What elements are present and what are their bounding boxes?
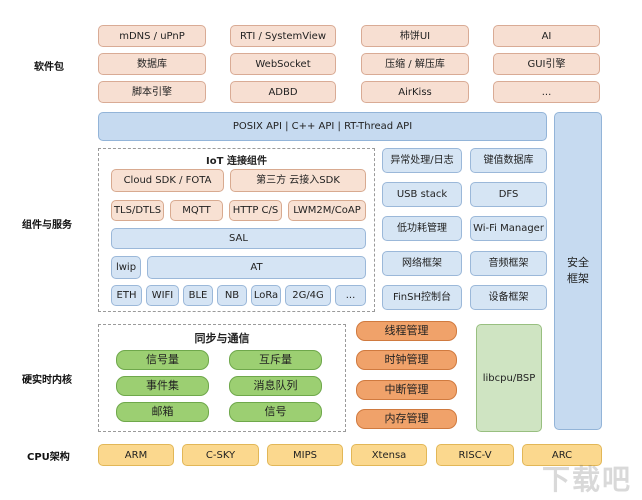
package-airkiss: AirKiss <box>361 81 469 103</box>
iot-container <box>98 148 375 312</box>
security-framework: 安全 框架 <box>554 112 602 430</box>
sync-container <box>98 324 346 432</box>
package-websocket: WebSocket <box>230 53 336 75</box>
cpu-riscv: RISC-V <box>436 444 514 466</box>
package-ai: AI <box>493 25 600 47</box>
package-compression: 压缩 / 解压库 <box>361 53 469 75</box>
service-device-framework: 设备框架 <box>470 285 547 310</box>
link-wifi: WIFI <box>146 285 179 306</box>
layer-label-kernel: 硬实时内核 <box>22 375 72 386</box>
service-exception-log: 异常处理/日志 <box>382 148 462 173</box>
package-rti: RTI / SystemView <box>230 25 336 47</box>
libcpu-bsp: libcpu/BSP <box>476 324 542 432</box>
iot-http: HTTP C/S <box>229 200 282 221</box>
layer-label-components: 组件与服务 <box>22 220 72 231</box>
iot-mqtt: MQTT <box>170 200 223 221</box>
at-box: AT <box>147 256 366 279</box>
service-network-framework: 网络框架 <box>382 251 462 276</box>
sync-signal: 信号 <box>229 402 322 422</box>
link-nb: NB <box>217 285 247 306</box>
link-eth: ETH <box>111 285 142 306</box>
cpu-arm: ARM <box>98 444 174 466</box>
package-mdns: mDNS / uPnP <box>98 25 206 47</box>
lwip-box: lwip <box>111 256 141 279</box>
sync-title: 同步与通信 <box>194 332 250 345</box>
package-persimmon-ui: 柿饼UI <box>361 25 469 47</box>
service-finsh-console: FinSH控制台 <box>382 285 462 310</box>
cpu-csky: C-SKY <box>182 444 259 466</box>
service-audio-framework: 音频框架 <box>470 251 547 276</box>
sync-mutex: 互斥量 <box>229 350 322 370</box>
kernel-thread-mgmt: 线程管理 <box>356 321 457 341</box>
cpu-mips: MIPS <box>267 444 343 466</box>
kernel-memory-mgmt: 内存管理 <box>356 409 457 429</box>
package-gui-engine: GUI引擎 <box>493 53 600 75</box>
api-bar: POSIX API | C++ API | RT-Thread API <box>98 112 547 141</box>
iot-cloud-sdk: Cloud SDK / FOTA <box>111 169 224 192</box>
sync-event-set: 事件集 <box>116 376 209 396</box>
service-low-power: 低功耗管理 <box>382 216 462 241</box>
kernel-clock-mgmt: 时钟管理 <box>356 350 457 370</box>
package-adbd: ADBD <box>230 81 336 103</box>
service-kv-db: 键值数据库 <box>470 148 547 173</box>
cpu-xtensa: Xtensa <box>351 444 427 466</box>
iot-title: IoT 连接组件 <box>206 156 267 167</box>
sal-bar: SAL <box>111 228 366 249</box>
package-script-engine: 脚本引擎 <box>98 81 206 103</box>
iot-tls: TLS/DTLS <box>111 200 164 221</box>
iot-third-party-sdk: 第三方 云接入SDK <box>230 169 366 192</box>
service-usb-stack: USB stack <box>382 182 462 207</box>
service-wifi-manager: Wi-Fi Manager <box>470 216 547 241</box>
package-more: ... <box>493 81 600 103</box>
layer-label-packages: 软件包 <box>34 62 64 73</box>
iot-lwm2m: LWM2M/CoAP <box>288 200 366 221</box>
link-more: ... <box>335 285 366 306</box>
link-2g4g: 2G/4G <box>285 285 331 306</box>
kernel-interrupt-mgmt: 中断管理 <box>356 380 457 400</box>
sync-mailbox: 邮箱 <box>116 402 209 422</box>
link-lora: LoRa <box>251 285 281 306</box>
cpu-arc: ARC <box>522 444 602 466</box>
sync-semaphore: 信号量 <box>116 350 209 370</box>
watermark-logo: 下载吧 <box>541 463 632 496</box>
sync-message-queue: 消息队列 <box>229 376 322 396</box>
layer-label-cpu: CPU架构 <box>27 452 70 463</box>
service-dfs: DFS <box>470 182 547 207</box>
link-ble: BLE <box>183 285 213 306</box>
package-database: 数据库 <box>98 53 206 75</box>
